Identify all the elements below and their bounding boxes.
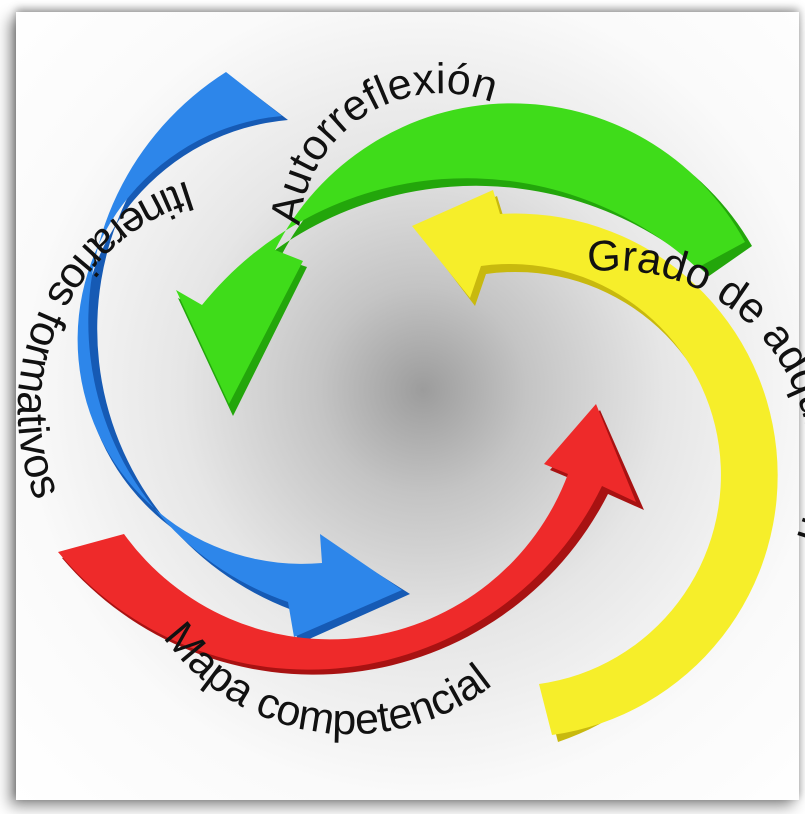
itinerarios-label: Itinerarios formativos bbox=[8, 171, 200, 504]
grado-arrow-body bbox=[412, 190, 778, 735]
mapa-arrow-body bbox=[58, 404, 636, 670]
autorreflexion-arrow-body bbox=[176, 103, 745, 404]
itinerarios-arrow-body bbox=[77, 72, 403, 637]
